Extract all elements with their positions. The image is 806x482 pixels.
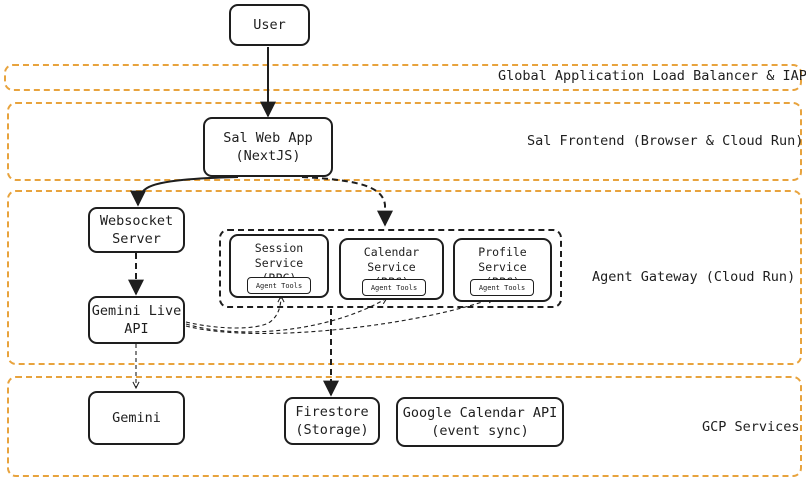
profile-agent-tools: Agent Tools [470, 279, 534, 296]
google-calendar-api-title: Google Calendar API [402, 404, 558, 421]
firestore-title: Firestore [295, 403, 369, 420]
arrow-gemini-live-to-profile-tools [185, 298, 494, 335]
gemini-live-api-line2: API [124, 321, 149, 337]
firestore-node: Firestore (Storage) [284, 397, 380, 445]
session-service-title: Session Service [254, 241, 304, 270]
gemini-live-api-line1: Gemini Live [91, 302, 182, 319]
calendar-agent-tools: Agent Tools [362, 279, 426, 296]
zone-agent-gateway-label: Agent Gateway (Cloud Run) [592, 269, 796, 285]
zone-gcp-services-label: GCP Services [702, 419, 800, 435]
profile-service-title: Profile Service [478, 245, 527, 274]
zone-agent-gateway [7, 190, 802, 365]
gemini-live-api-node: Gemini Live API [88, 296, 185, 344]
zone-frontend-label: Sal Frontend (Browser & Cloud Run) [527, 133, 804, 149]
profile-service-node: Profile Service (RPC) [453, 238, 552, 302]
zone-load-balancer-label: Global Application Load Balancer & IAP [498, 68, 806, 84]
arrow-webapp-to-gateway [301, 176, 393, 227]
websocket-server-node: Websocket Server [88, 207, 185, 253]
zone-load-balancer [4, 64, 802, 91]
arrow-webapp-to-websocket [130, 176, 239, 207]
websocket-server-line2: Server [112, 231, 161, 247]
sal-web-app-title: Sal Web App [223, 129, 313, 146]
calendar-service-title: Calendar Service [363, 245, 420, 274]
gemini-node: Gemini [88, 391, 185, 445]
arrow-gemini-live-to-calendar-tools [185, 298, 387, 333]
session-agent-tools: Agent Tools [247, 277, 311, 294]
sal-web-app-subtitle: (NextJS) [235, 148, 301, 164]
google-calendar-api-subtitle: (event sync) [431, 423, 529, 439]
gemini-node-label: Gemini [112, 409, 161, 426]
zone-gcp-services [7, 376, 802, 477]
user-node-label: User [253, 16, 286, 33]
sal-web-app-node: Sal Web App (NextJS) [203, 117, 333, 177]
arrow-gemini-live-to-session-tools [185, 296, 281, 329]
rpc-services-group [219, 229, 562, 308]
zone-frontend [7, 102, 802, 181]
firestore-subtitle: (Storage) [295, 422, 369, 438]
websocket-server-line1: Websocket [99, 212, 174, 229]
user-node: User [229, 4, 310, 46]
google-calendar-api-node: Google Calendar API (event sync) [396, 397, 564, 447]
